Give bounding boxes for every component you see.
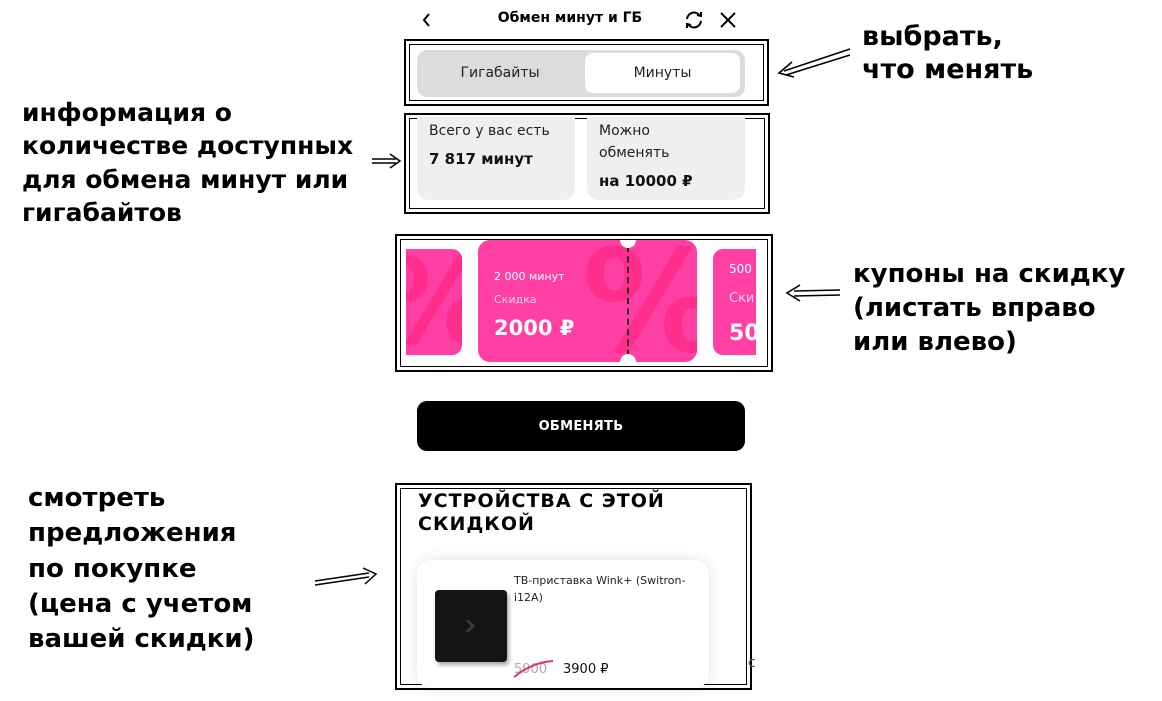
coupon-perforation bbox=[627, 246, 629, 356]
product-old-price: 5900 bbox=[514, 662, 548, 677]
refresh-icon bbox=[686, 11, 702, 29]
wink-logo-icon bbox=[465, 620, 475, 632]
product-name: ТВ-приставка Wink+ (Switron-i12A) bbox=[514, 574, 686, 604]
annotation-line: информация о bbox=[22, 98, 232, 127]
coupons-highlight-frame bbox=[395, 234, 773, 372]
annotation-line: гигабайтов bbox=[22, 197, 182, 227]
annotation-offers: смотреть предложения по покупке (цена с … bbox=[28, 481, 255, 658]
coupon-label: Ски bbox=[729, 291, 755, 306]
coupon-notch-bottom bbox=[620, 354, 636, 362]
devices-section-title: УСТРОЙСТВА С ЭТОЙ СКИДКОЙ bbox=[418, 490, 738, 536]
back-button[interactable] bbox=[416, 9, 438, 31]
annotation-coupons: купоны на скидку (листать вправо или вле… bbox=[853, 258, 1125, 359]
coupon-amount: 2 000 минут bbox=[494, 270, 565, 283]
annotation-choose: выбрать, что менять bbox=[862, 20, 1033, 86]
annotation-line: по покупке bbox=[28, 553, 197, 584]
arrow-left-icon bbox=[777, 48, 851, 78]
unit-tabs: Гигабайты Минуты bbox=[417, 50, 745, 97]
coupon-amount: 500 bbox=[729, 262, 752, 276]
info-highlight-frame bbox=[404, 113, 770, 214]
annotation-line: для обмена минут или bbox=[22, 164, 349, 194]
chevron-left-icon bbox=[422, 13, 430, 27]
exchangeable-value: на 10000 ₽ bbox=[599, 172, 693, 190]
product-image bbox=[435, 590, 507, 662]
exchangeable-label-line1: Можно bbox=[599, 123, 650, 139]
coupon-label: Скидка bbox=[494, 293, 537, 306]
close-icon bbox=[720, 12, 736, 28]
annotation-info: информация о количестве доступных для об… bbox=[22, 96, 353, 229]
total-minutes-card: Всего у вас есть 7 817 минут bbox=[417, 117, 575, 200]
total-value: 7 817 минут bbox=[429, 150, 533, 168]
devices-title-line2: СКИДКОЙ bbox=[418, 513, 535, 535]
percent-decoration: % bbox=[582, 240, 697, 362]
arrow-left-icon bbox=[785, 284, 841, 302]
devices-title-line1: УСТРОЙСТВА С ЭТОЙ bbox=[418, 490, 665, 512]
coupon-previous[interactable]: % bbox=[406, 249, 462, 355]
annotation-line: купоны на скидку bbox=[853, 259, 1126, 289]
exchange-button[interactable]: ОБМЕНЯТЬ bbox=[417, 401, 745, 451]
coupon-2000[interactable]: % 2 000 минут Скидка 2000 ₽ bbox=[478, 240, 697, 362]
close-button[interactable] bbox=[717, 9, 739, 31]
tabs-highlight-frame bbox=[404, 39, 769, 106]
annotation-line: или влево) bbox=[853, 326, 1017, 357]
devices-highlight-frame bbox=[395, 483, 752, 690]
product-card[interactable]: ТВ-приставка Wink+ (Switron-i12A) 5900 3… bbox=[417, 560, 709, 688]
price-strike-line bbox=[513, 660, 554, 678]
stray-character: с bbox=[748, 655, 756, 671]
annotation-line: что менять bbox=[862, 54, 1034, 86]
tab-minutes[interactable]: Минуты bbox=[585, 53, 740, 93]
annotation-line: предложения bbox=[28, 518, 237, 549]
arrow-right-icon bbox=[314, 567, 378, 586]
annotation-line: количестве доступных bbox=[22, 131, 354, 161]
annotation-line: вашей скидки) bbox=[28, 624, 255, 655]
coupon-discount: 50 bbox=[729, 321, 756, 346]
annotation-line: (цена с учетом bbox=[28, 589, 253, 620]
total-label: Всего у вас есть bbox=[429, 123, 550, 139]
product-new-price: 3900 ₽ bbox=[563, 662, 609, 677]
coupon-discount: 2000 ₽ bbox=[494, 316, 575, 340]
annotation-line: (листать вправо bbox=[853, 292, 1096, 323]
percent-decoration: % bbox=[406, 249, 462, 355]
exchangeable-card: Можно обменять на 10000 ₽ bbox=[587, 117, 745, 200]
coupon-carousel[interactable]: % % 2 000 минут Скидка 2000 ₽ 500 Ски 50 bbox=[406, 240, 756, 364]
coupon-notch-top bbox=[620, 240, 636, 248]
tab-gigabytes[interactable]: Гигабайты bbox=[460, 65, 540, 81]
coupon-next[interactable]: 500 Ски 50 bbox=[713, 249, 756, 355]
page-title: Обмен минут и ГБ bbox=[497, 10, 643, 26]
refresh-button[interactable] bbox=[683, 9, 705, 31]
annotation-line: выбрать, bbox=[862, 21, 1003, 52]
arrow-right-icon bbox=[372, 153, 402, 169]
annotation-line: смотреть bbox=[28, 483, 166, 513]
exchangeable-label-line2: обменять bbox=[599, 145, 670, 161]
